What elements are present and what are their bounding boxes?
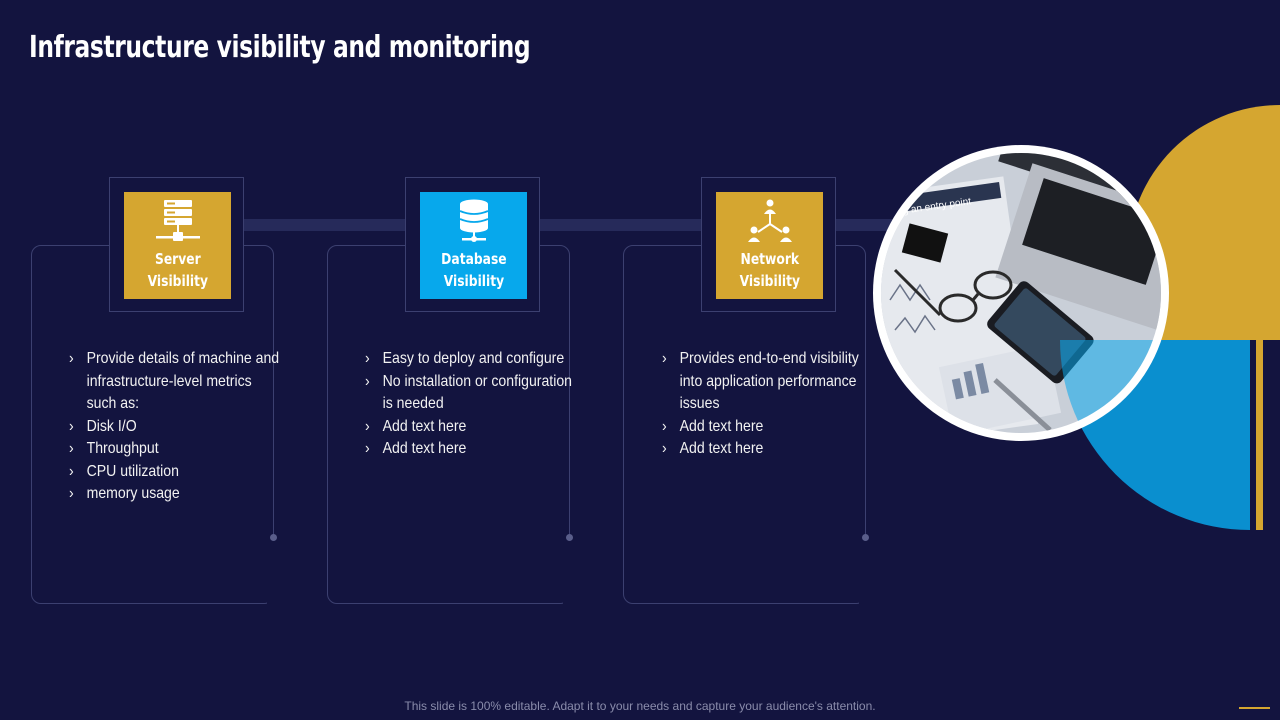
list-item: issues	[679, 395, 720, 412]
chevron-right-icon: ›	[662, 417, 667, 435]
list-item: ›Add text here	[365, 416, 550, 439]
card-dot	[270, 534, 277, 541]
list-item: ›Provide details of machine and	[69, 348, 279, 371]
tile-label-database: Database Visibility	[440, 250, 507, 290]
card-dot	[862, 534, 869, 541]
chevron-right-icon: ›	[662, 440, 667, 457]
list-item: ›Throughput	[69, 438, 254, 461]
list-item: ›Easy to deploy and configure	[365, 348, 564, 371]
server-icon	[155, 200, 200, 241]
list-item: ›Provides end-to-end visibility	[662, 348, 859, 371]
list-item: ›Add text here	[365, 438, 550, 461]
network-icon	[747, 199, 792, 242]
chevron-right-icon: ›	[69, 485, 74, 502]
list-item: ›memory usage	[69, 483, 254, 506]
bullet-list-network: ›Provides end-to-end visibility into app…	[662, 348, 872, 461]
slide-title: Infrastructure visibility and monitoring	[29, 30, 531, 65]
list-item: ›No installation or configuration	[365, 371, 572, 394]
tile-label-network: Network Visibility	[739, 250, 800, 290]
footer-note: This slide is 100% editable. Adapt it to…	[404, 699, 876, 713]
chevron-right-icon: ›	[365, 417, 370, 435]
tile-database: Database Visibility	[420, 192, 527, 299]
list-item: into application performance	[679, 372, 857, 390]
list-item: such as:	[86, 395, 140, 412]
bullet-list-database: ›Easy to deploy and configure ›No instal…	[365, 348, 575, 461]
icon-frame-database: Database Visibility	[405, 177, 540, 312]
chevron-right-icon: ›	[69, 462, 74, 480]
tile-server: Server Visibility	[124, 192, 231, 299]
card-notch	[563, 535, 577, 604]
icon-frame-network: Network Visibility	[701, 177, 836, 312]
list-item: ›Add text here	[662, 416, 847, 439]
chevron-right-icon: ›	[69, 417, 74, 435]
chevron-right-icon: ›	[662, 350, 667, 367]
card-dot	[566, 534, 573, 541]
bullet-list-server: ›Provide details of machine and infrastr…	[69, 348, 279, 506]
tile-label-server: Server Visibility	[147, 250, 208, 290]
chevron-right-icon: ›	[365, 372, 370, 390]
chevron-right-icon: ›	[365, 350, 370, 367]
icon-frame-server: Server Visibility	[109, 177, 244, 312]
list-item: is needed	[382, 395, 444, 412]
chevron-right-icon: ›	[69, 440, 74, 457]
footer-accent-line	[1239, 707, 1270, 709]
list-item: ›CPU utilization	[69, 461, 254, 484]
list-item: infrastructure-level metrics	[86, 372, 252, 390]
database-icon	[459, 199, 488, 242]
card-database	[327, 245, 577, 604]
gold-vertical-bar	[1256, 340, 1263, 530]
list-item: ›Disk I/O	[69, 416, 254, 439]
chevron-right-icon: ›	[365, 440, 370, 457]
chevron-right-icon: ›	[69, 350, 74, 367]
tile-network: Network Visibility	[716, 192, 823, 299]
decorative-photo-group: ng an entry point	[873, 105, 1280, 530]
card-notch	[267, 535, 281, 604]
list-item: ›Add text here	[662, 438, 847, 461]
card-notch	[859, 535, 873, 604]
